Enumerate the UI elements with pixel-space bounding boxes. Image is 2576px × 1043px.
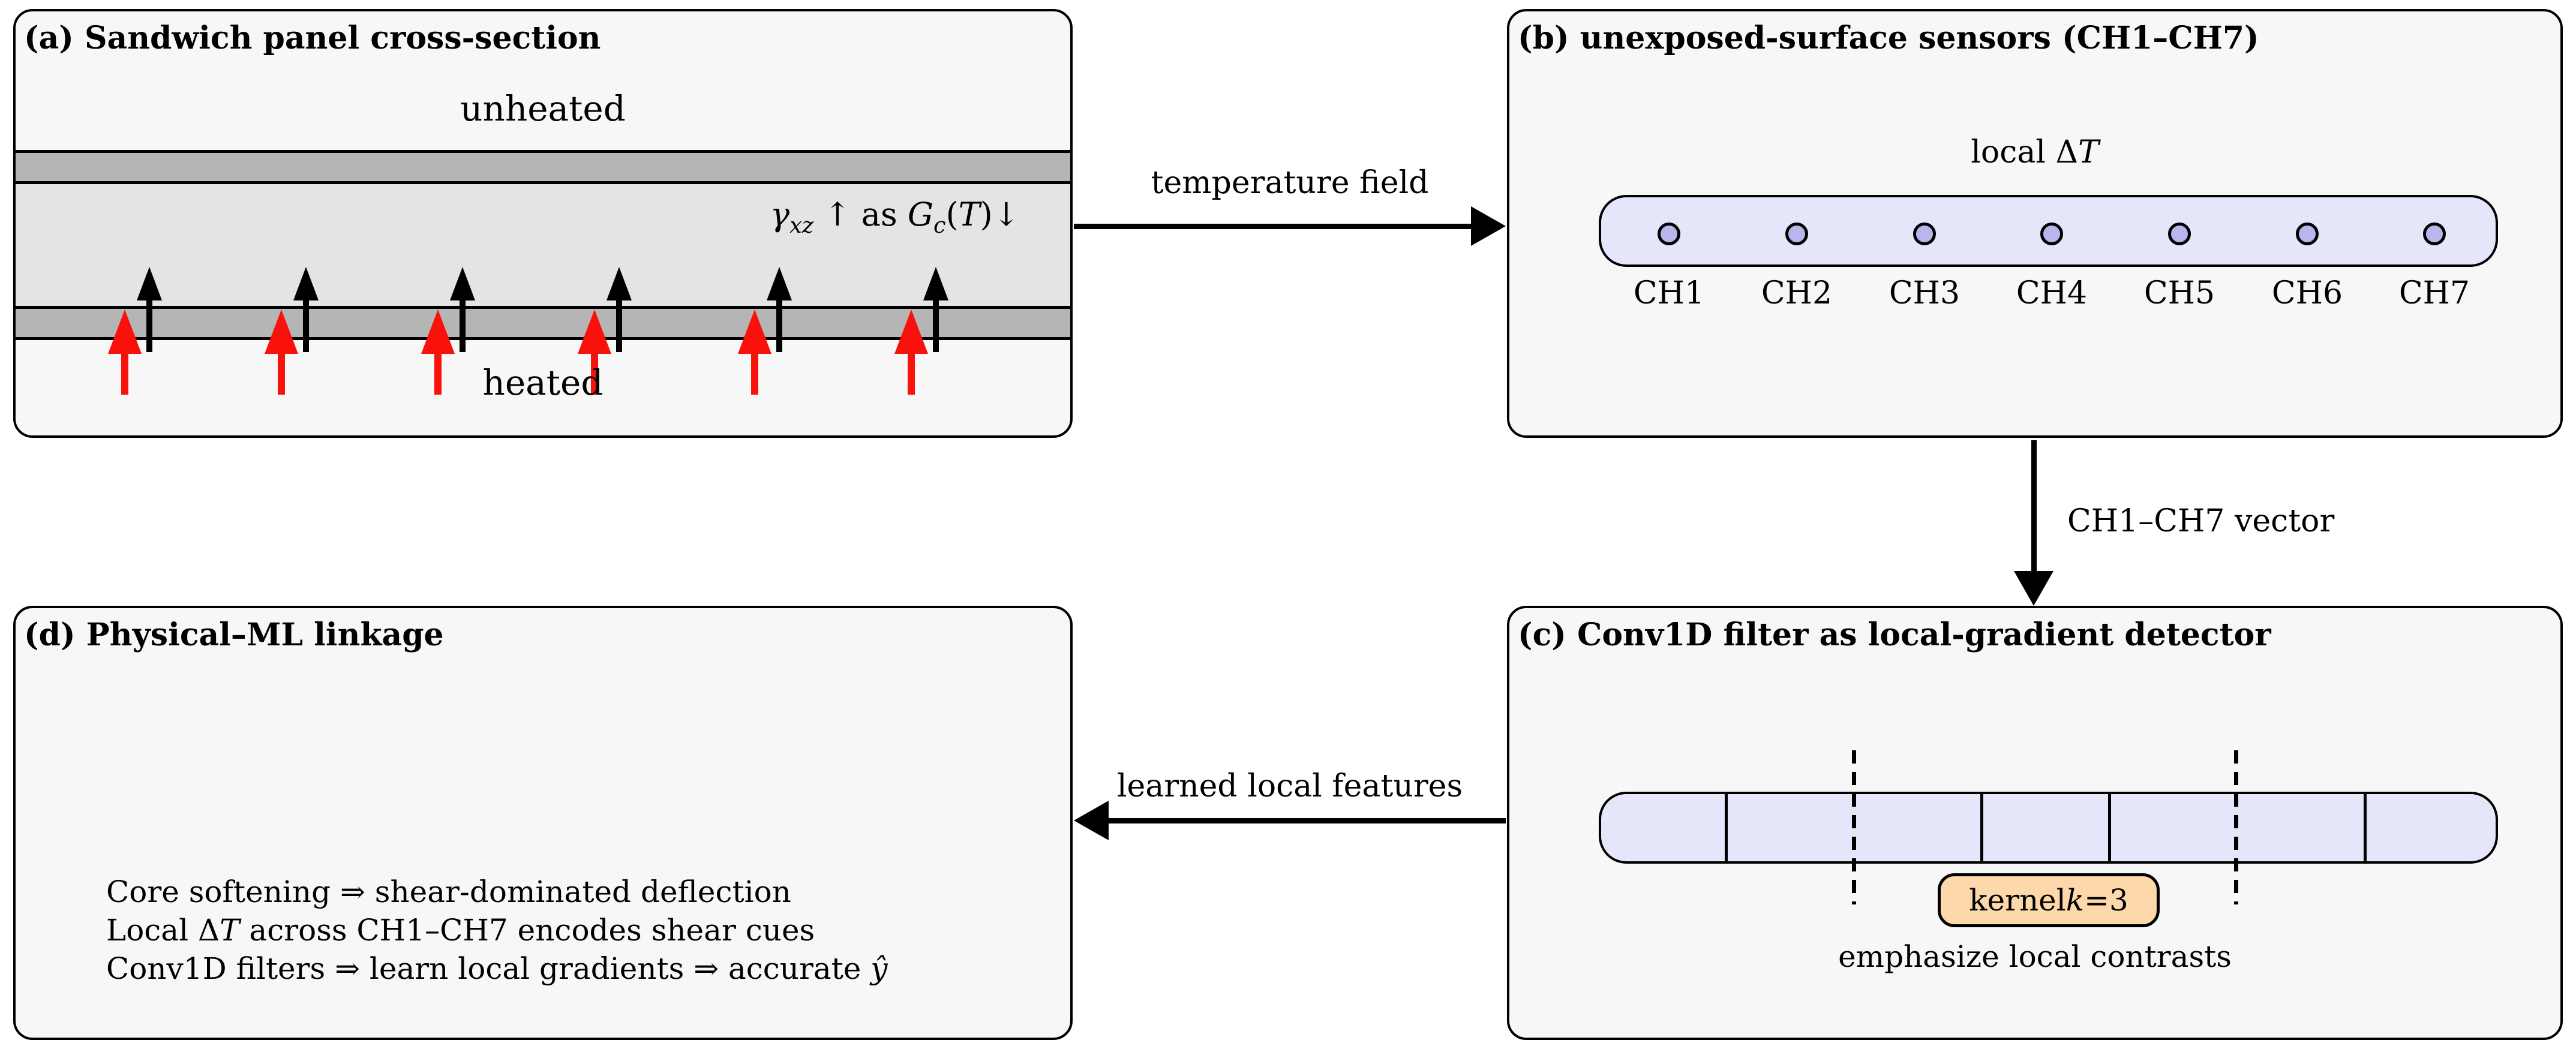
panel-a-title: (a) Sandwich panel cross-section — [24, 20, 601, 56]
sensor-ch3-icon — [1913, 223, 1936, 245]
note-line-2-pre: Local Δ — [106, 913, 220, 948]
kernel-k-symbol: k — [2065, 883, 2085, 918]
heating-arrow-icon — [421, 309, 455, 354]
note-line-2: Local ΔT across CH1–CH7 encodes shear cu… — [106, 911, 888, 949]
heating-arrow-icon — [108, 309, 142, 354]
panel-d-physical-ml-linkage: (d) Physical–ML linkage Core softening ⇒… — [13, 606, 1073, 1040]
flux-arrow-shaft — [460, 298, 466, 352]
sensor-ch5-icon — [2168, 223, 2191, 245]
heated-label: heated — [482, 362, 604, 403]
temperature-field-label: temperature field — [1151, 165, 1429, 201]
channel-label: CH6 — [2271, 275, 2343, 311]
kernel-size-value: =3 — [2084, 883, 2128, 918]
heating-arrow-shaft — [908, 351, 915, 395]
cell-divider — [2108, 794, 2111, 861]
ch-vector-label: CH1–CH7 vector — [2067, 503, 2335, 539]
sensor-ch6-icon — [2296, 223, 2319, 245]
linkage-notes: Core softening ⇒ shear-dominated deflect… — [106, 873, 888, 988]
temperature-symbol: T — [958, 196, 980, 233]
gamma-subscript: xz — [789, 212, 814, 238]
channel-label: CH3 — [1889, 275, 1960, 311]
arrow-a-to-b-head-icon — [1471, 206, 1506, 246]
flux-arrow-icon — [923, 267, 948, 300]
note-line-1: Core softening ⇒ shear-dominated deflect… — [106, 874, 791, 909]
channel-label: CH2 — [1761, 275, 1833, 311]
conv-caption: emphasize local contrasts — [1838, 939, 2232, 974]
panel-c-conv1d-filter: (c) Conv1D filter as local-gradient dete… — [1507, 606, 2563, 1040]
shear-strain-note: γxz ↑ as Gc(T)↓ — [770, 196, 1020, 238]
flux-arrow-shaft — [933, 298, 939, 352]
gamma-symbol: γ — [770, 196, 790, 233]
note-line-2-post: across CH1–CH7 encodes shear cues — [239, 913, 815, 948]
cell-divider — [1725, 794, 1728, 861]
arrow-c-to-d-shaft — [1107, 818, 1506, 823]
unheated-label: unheated — [460, 88, 626, 129]
heating-arrow-shaft — [591, 351, 598, 395]
note-line-3: Conv1D filters ⇒ learn local gradients ⇒… — [106, 949, 888, 988]
sensor-ch7-icon — [2423, 223, 2446, 245]
panel-c-title: (c) Conv1D filter as local-gradient dete… — [1518, 617, 2271, 653]
flux-arrow-shaft — [776, 298, 782, 352]
sensor-ch4-icon — [2040, 223, 2063, 245]
heating-arrow-shaft — [751, 351, 758, 395]
local-delta-text: local Δ — [1971, 134, 2079, 170]
heating-arrow-shaft — [434, 351, 442, 395]
core-layer — [16, 184, 1070, 306]
local-delta-t-label: local ΔT — [1509, 134, 2560, 170]
heating-arrow-icon — [578, 309, 611, 354]
cell-divider — [1980, 794, 1983, 861]
shear-modulus-symbol: G — [907, 196, 933, 233]
heating-arrow-icon — [738, 309, 771, 354]
paren-close: ) — [980, 196, 993, 233]
flux-arrow-icon — [137, 267, 162, 300]
channel-label: CH7 — [2398, 275, 2470, 311]
channel-label: CH4 — [2016, 275, 2088, 311]
channel-label: CH5 — [2143, 275, 2215, 311]
flux-arrow-shaft — [303, 298, 309, 352]
kernel-window-dashed-line — [1852, 750, 1856, 904]
flux-arrow-shaft — [616, 298, 622, 352]
panel-a-sandwich-cross-section: (a) Sandwich panel cross-section unheate… — [13, 9, 1073, 438]
heating-arrow-icon — [894, 309, 928, 354]
kernel-window-dashed-line — [2234, 750, 2238, 904]
kernel-badge: kernel k=3 — [1938, 873, 2160, 927]
panel-d-title: (d) Physical–ML linkage — [24, 617, 444, 653]
panel-b-unexposed-surface-sensors: (b) unexposed-surface sensors (CH1–CH7) … — [1507, 9, 2563, 438]
flux-arrow-icon — [450, 267, 475, 300]
yhat-symbol: ŷ — [870, 951, 888, 986]
temperature-symbol: T — [2078, 134, 2099, 170]
upper-face-sheet — [16, 150, 1070, 184]
arrow-b-to-c-shaft — [2031, 440, 2037, 575]
kernel-text: kernel — [1969, 883, 2066, 918]
channel-label: CH1 — [1633, 275, 1705, 311]
cell-divider — [2364, 794, 2367, 861]
flux-arrow-icon — [607, 267, 632, 300]
arrow-a-to-b-shaft — [1074, 224, 1473, 229]
heating-arrow-icon — [265, 309, 298, 354]
sensor-ch2-icon — [1785, 223, 1808, 245]
up-arrow-as-text: ↑ as — [813, 196, 908, 233]
heating-arrow-shaft — [121, 351, 128, 395]
shear-modulus-subscript: c — [933, 212, 946, 238]
heating-arrow-shaft — [278, 351, 285, 395]
note-line-3-pre: Conv1D filters ⇒ learn local gradients ⇒… — [106, 951, 871, 986]
panel-b-title: (b) unexposed-surface sensors (CH1–CH7) — [1518, 20, 2259, 56]
sensor-ch1-icon — [1658, 223, 1680, 245]
flux-arrow-icon — [767, 267, 792, 300]
temperature-symbol: T — [220, 913, 240, 948]
arrow-b-to-c-head-icon — [2014, 571, 2053, 606]
down-arrow-glyph: ↓ — [992, 196, 1020, 233]
learned-features-label: learned local features — [1116, 768, 1463, 804]
paren-open: ( — [945, 196, 959, 233]
arrow-c-to-d-head-icon — [1074, 801, 1109, 840]
flux-arrow-icon — [293, 267, 319, 300]
flux-arrow-shaft — [146, 298, 152, 352]
conv1d-input-bar — [1599, 792, 2498, 864]
